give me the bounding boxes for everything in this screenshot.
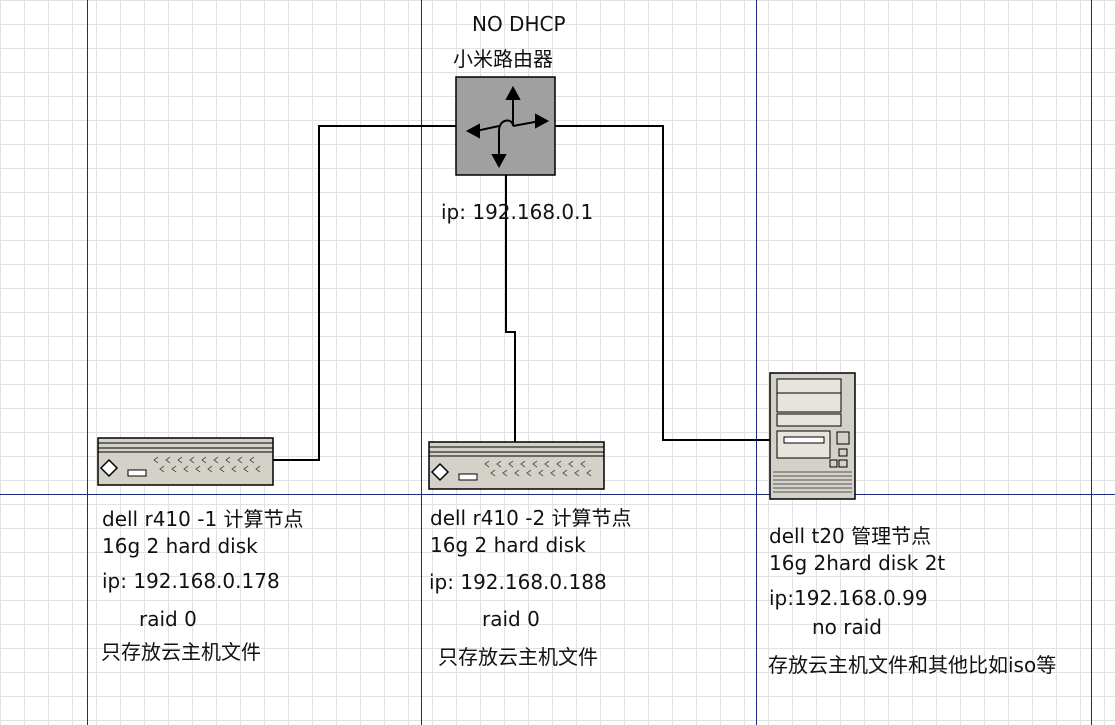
server3-spec: 16g 2hard disk 2t: [769, 551, 946, 575]
server3-raid: no raid: [812, 615, 882, 639]
server2-raid: raid 0: [482, 607, 540, 631]
server3-ip: ip:192.168.0.99: [769, 586, 928, 610]
router-ip-label: ip: 192.168.0.1: [441, 200, 594, 224]
server2-note: 只存放云主机文件: [438, 645, 598, 669]
server2-ip: ip: 192.168.0.188: [429, 570, 607, 594]
server2-title: dell r410 -2 计算节点: [430, 506, 632, 530]
router-header-label: NO DHCP: [472, 12, 566, 36]
server1-ip: ip: 192.168.0.178: [102, 569, 280, 593]
server1-raid: raid 0: [139, 607, 197, 631]
server1-note: 只存放云主机文件: [101, 640, 261, 664]
rack-server-icon-2[interactable]: [428, 441, 605, 490]
server3-title: dell t20 管理节点: [769, 524, 932, 548]
link-router-server1[interactable]: [188, 125, 456, 466]
router-name-label: 小米路由器: [453, 47, 553, 71]
tower-server-icon[interactable]: [769, 372, 856, 500]
rack-server-icon-1[interactable]: [97, 437, 274, 486]
router-icon[interactable]: [455, 76, 556, 176]
server2-spec: 16g 2 hard disk: [430, 533, 586, 557]
server1-spec: 16g 2 hard disk: [102, 534, 258, 558]
server1-title: dell r410 -1 计算节点: [102, 507, 304, 531]
server3-note: 存放云主机文件和其他比如iso等: [768, 653, 1057, 677]
